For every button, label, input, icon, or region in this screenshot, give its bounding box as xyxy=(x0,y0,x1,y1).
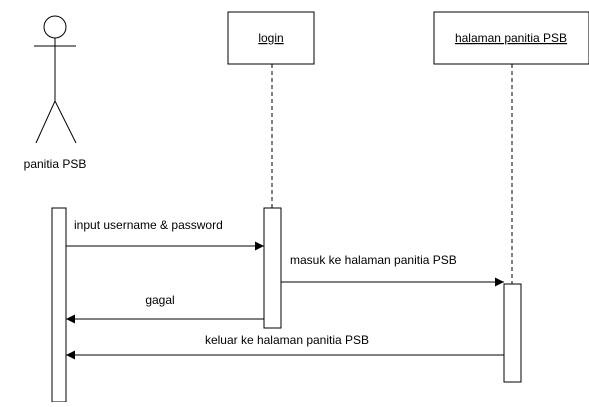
lifeline-halaman-label: halaman panitia PSB xyxy=(455,31,567,45)
message-4-label: keluar ke halaman panitia PSB xyxy=(205,333,369,347)
actor-head xyxy=(43,15,67,39)
message-2-label: masuk ke halaman panitia PSB xyxy=(290,253,457,267)
message-gagal: gagal xyxy=(66,293,264,324)
message-masuk-ke-halaman: masuk ke halaman panitia PSB xyxy=(281,253,504,287)
lifeline-halaman-panitia-psb: halaman panitia PSB xyxy=(433,11,589,284)
message-keluar-ke-halaman: keluar ke halaman panitia PSB xyxy=(66,333,504,360)
lifeline-login: login xyxy=(227,11,315,208)
lifeline-login-label: login xyxy=(258,31,283,45)
message-3-label: gagal xyxy=(145,293,174,307)
activation-halaman xyxy=(503,283,522,383)
actor-label: panitia PSB xyxy=(24,157,87,171)
activation-login xyxy=(263,207,282,329)
lifeline-login-box xyxy=(227,11,315,65)
message-input-username-password: input username & password xyxy=(66,218,264,251)
activation-actor xyxy=(51,207,67,403)
message-1-label: input username & password xyxy=(74,218,223,232)
actor-panitia-psb: panitia PSB xyxy=(24,15,87,171)
actor-left-leg xyxy=(35,100,56,144)
actor-right-leg xyxy=(54,100,77,144)
